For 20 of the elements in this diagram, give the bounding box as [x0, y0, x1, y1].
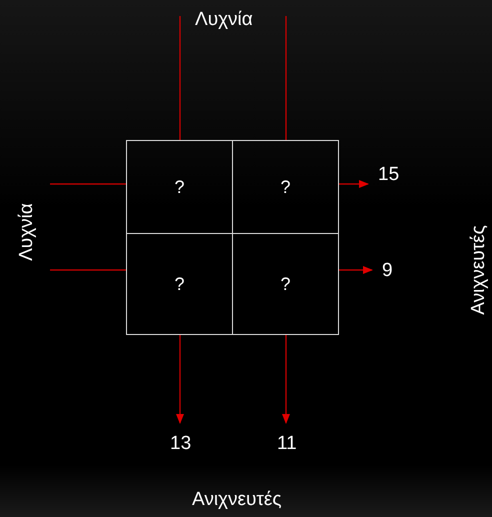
grid-cell: ?: [232, 140, 339, 234]
output-value: 13: [170, 433, 192, 455]
axis-label: Ανιχνευτές: [468, 225, 490, 315]
arrow: [339, 266, 373, 274]
grid-cell: ?: [126, 233, 233, 335]
input-line: [50, 183, 126, 185]
arrow: [282, 335, 290, 424]
axis-label: Λυχνία: [195, 9, 253, 31]
grid-cell: ?: [126, 140, 233, 234]
output-value: 15: [378, 164, 400, 186]
output-value: 11: [277, 433, 297, 455]
input-line: [179, 16, 181, 140]
arrow: [339, 180, 369, 188]
axis-label: Ανιχνευτές: [192, 489, 282, 511]
input-line: [285, 16, 287, 140]
axis-label: Λυχνία: [16, 203, 38, 261]
arrow: [176, 335, 184, 424]
output-value: 9: [382, 260, 393, 282]
input-line: [50, 269, 126, 271]
grid-cell: ?: [232, 233, 339, 335]
